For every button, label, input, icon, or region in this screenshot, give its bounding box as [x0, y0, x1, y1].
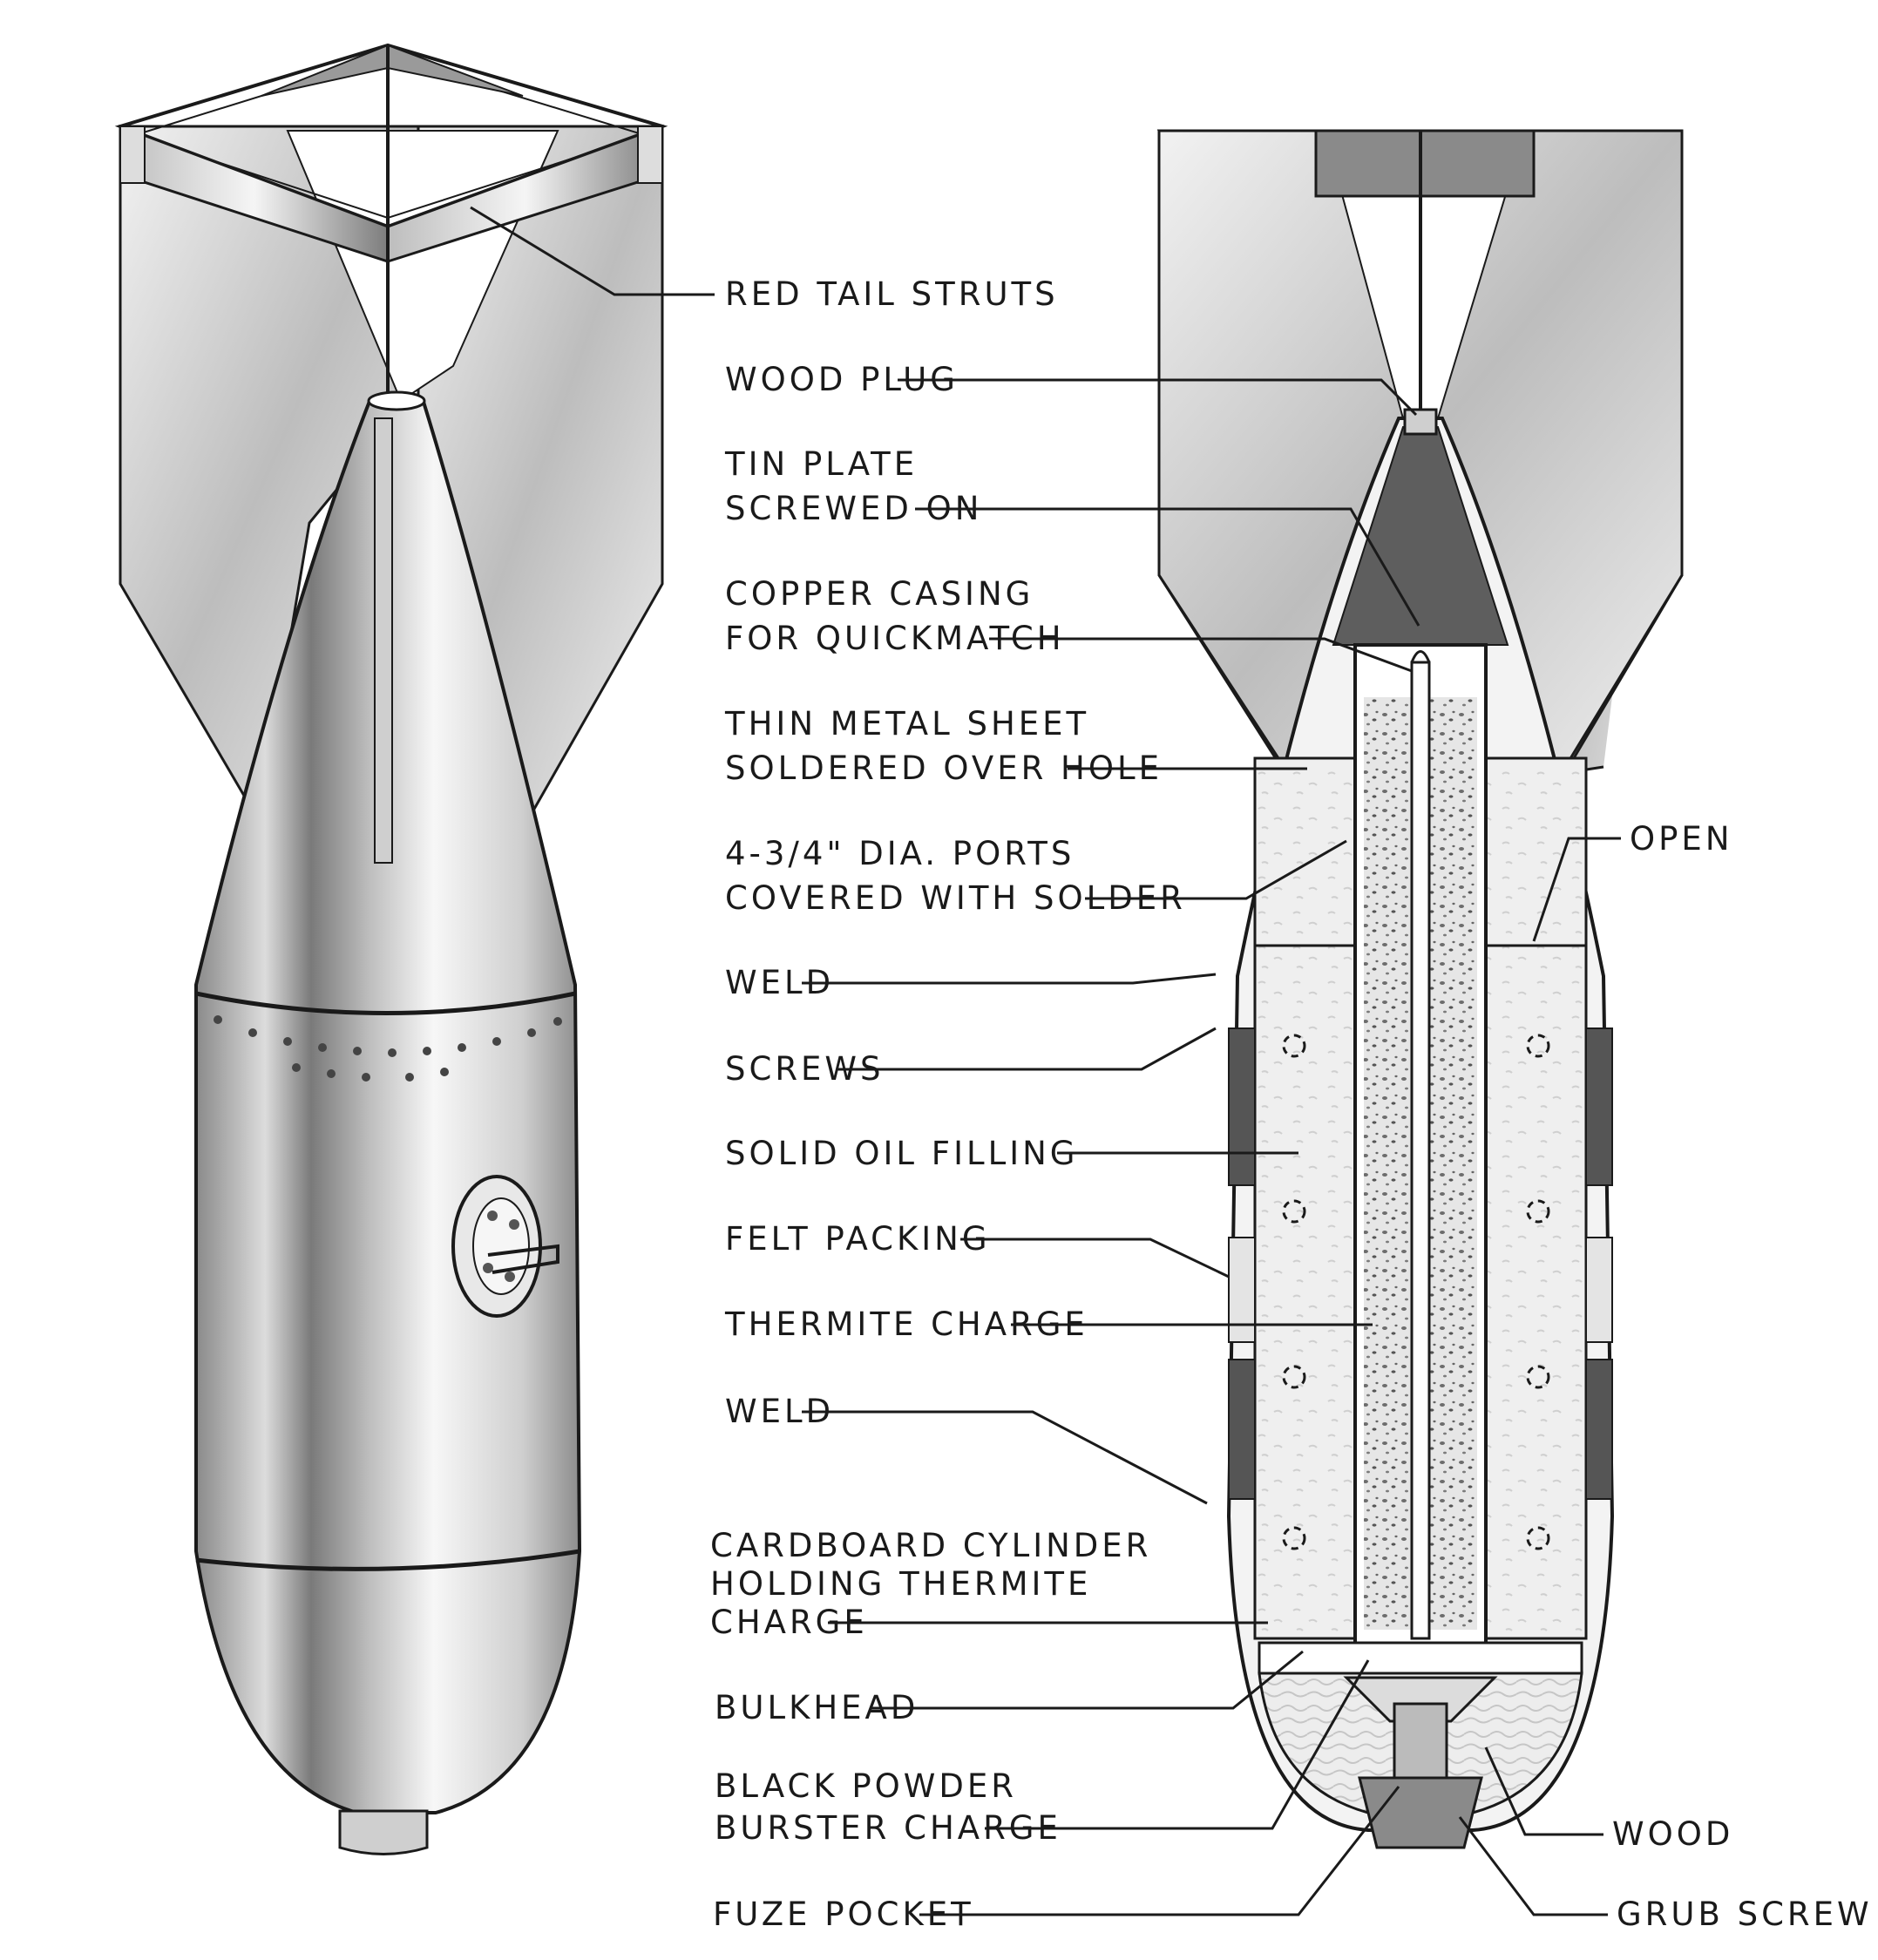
quickmatch-casing [1410, 661, 1431, 1640]
seam-strip [374, 417, 393, 864]
label-thermite-charge: THERMITE CHARGE [724, 1306, 1088, 1343]
body-joint-lower [195, 1549, 580, 1571]
label-wood-plug: WOOD PLUG [725, 361, 959, 398]
label-ports-line2: COVERED WITH SOLDER [725, 879, 1186, 917]
label-thin-metal-line2: SOLDERED OVER HOLE [725, 749, 1163, 787]
rivets [214, 1015, 562, 1082]
bulkhead-shape [1258, 1641, 1583, 1675]
label-open: OPEN [1630, 820, 1733, 858]
cutaway-strut [1314, 129, 1536, 198]
burster-charge-shape [1343, 1676, 1498, 1723]
leader-lines [470, 206, 1621, 1916]
label-red-tail-struts: RED TAIL STRUTS [725, 275, 1059, 313]
nose-tip [338, 1809, 429, 1855]
label-cardboard-line2: HOLDING THERMITE [710, 1565, 1091, 1603]
bomb-body [194, 397, 582, 1814]
label-weld-upper: WELD [725, 964, 834, 1001]
label-solid-oil-filling: SOLID OIL FILLING [725, 1135, 1078, 1172]
label-cardboard-line3: CHARGE [710, 1604, 868, 1641]
exterior-bomb-view [114, 43, 668, 1855]
labels: RED TAIL STRUTS WOOD PLUG TIN PLATE SCRE… [710, 275, 1873, 1933]
thermite-fill-left [1364, 697, 1412, 1630]
label-cardboard-line1: CARDBOARD CYLINDER [710, 1527, 1151, 1564]
label-bulkhead: BULKHEAD [715, 1689, 919, 1726]
ports [1282, 1034, 1550, 1550]
wood-plug-shape [1403, 408, 1438, 436]
label-copper-casing-line1: COPPER CASING [725, 575, 1034, 613]
label-fuze-pocket: FUZE POCKET [713, 1896, 974, 1933]
thermite-fill-right [1429, 697, 1477, 1630]
cutaway-bomb-view [1156, 129, 1684, 1849]
label-weld-lower: WELD [725, 1393, 834, 1430]
felt-packing-right [1585, 1237, 1613, 1343]
label-grub-screw: GRUB SCREW [1617, 1896, 1873, 1933]
label-wood: WOOD [1612, 1815, 1733, 1853]
label-copper-casing-line2: FOR QUICKMATCH [725, 620, 1065, 657]
felt-packing-left [1228, 1237, 1256, 1343]
label-tin-plate-line1: TIN PLATE [724, 445, 918, 483]
body-joint-upper [195, 991, 576, 1015]
label-tin-plate-line2: SCREWED ON [725, 490, 982, 527]
filler-cap [451, 1175, 559, 1318]
label-black-powder-line2: BURSTER CHARGE [715, 1809, 1061, 1847]
tail-strut-box [114, 43, 668, 401]
label-thin-metal-line1: THIN METAL SHEET [724, 705, 1089, 743]
tail-opening [367, 390, 426, 411]
label-screws: SCREWS [725, 1050, 884, 1088]
label-felt-packing: FELT PACKING [725, 1220, 991, 1258]
label-black-powder-line1: BLACK POWDER [715, 1767, 1017, 1805]
label-ports-line1: 4-3/4" DIA. PORTS [725, 835, 1075, 872]
